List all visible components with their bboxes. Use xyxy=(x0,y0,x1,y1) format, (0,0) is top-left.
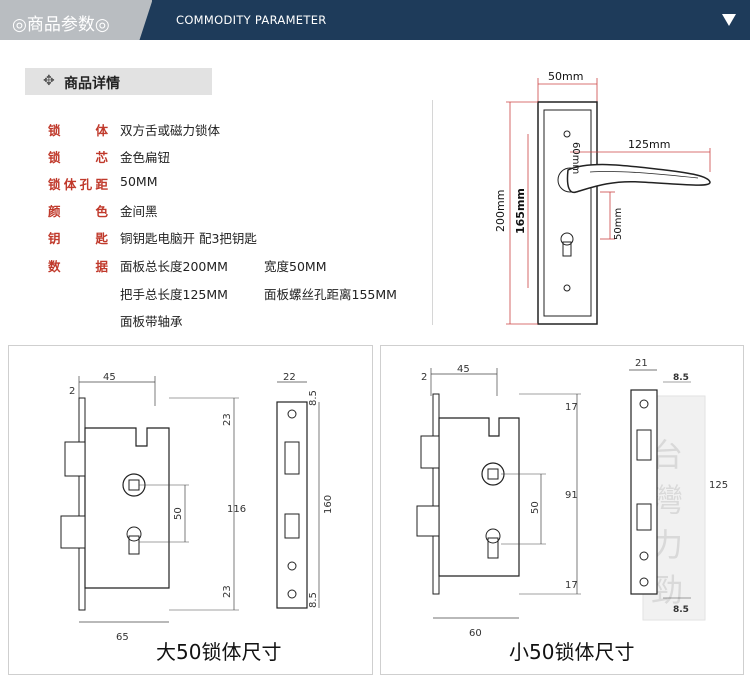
small-lock-panel: 45 2 50 17 91 17 60 台 灣 力 勁 xyxy=(380,345,744,675)
details-section-title: 商品详情 xyxy=(64,76,120,92)
spec-extra-width: 宽度50MM xyxy=(264,259,327,274)
dim-plate-bottom: 8.5 xyxy=(308,592,319,608)
dim-top-offset: 17 xyxy=(565,402,578,413)
dim-edge: 2 xyxy=(69,386,75,397)
dim-edge: 2 xyxy=(421,372,427,383)
dim-backset: 45 xyxy=(103,372,116,383)
dim-body-width: 60 xyxy=(469,628,482,639)
dim-center: 50 xyxy=(530,501,541,514)
spec-label: 颜色 xyxy=(48,204,108,219)
spec-value: 金色扁钮 xyxy=(120,150,171,165)
dim-bottom-offset: 23 xyxy=(222,585,233,598)
spec-value: 面板总长度200MM xyxy=(120,259,228,274)
section-divider xyxy=(432,100,433,325)
spec-label: 锁芯 xyxy=(48,150,108,165)
dim-hole-distance: 165mm xyxy=(514,188,527,234)
large-lock-drawing: 45 2 50 23 23 116 65 22 xyxy=(60,372,334,643)
header-title: ◎商品参数◎ xyxy=(12,15,110,35)
spec-label: 数据 xyxy=(48,259,108,274)
dim-top-offset: 23 xyxy=(222,413,233,426)
dim-width: 50mm xyxy=(548,70,583,83)
dim-handle-length: 125mm xyxy=(628,138,670,151)
dim-height: 116 xyxy=(227,504,246,515)
details-section-tab: ✥ 商品详情 xyxy=(25,68,212,95)
spec-value: 铜钥匙电脑开 配3把钥匙 xyxy=(120,231,257,246)
small-lock-caption: 小50锁体尺寸 xyxy=(509,640,635,664)
dim-height: 91 xyxy=(565,490,578,501)
dim-cylinder-distance: 50mm xyxy=(613,208,624,240)
dim-handle-height: 60mm xyxy=(570,142,581,174)
header-banner xyxy=(152,0,750,40)
page-header: ◎商品参数◎ COMMODITY PARAMETER xyxy=(0,0,750,40)
dim-plate-width: 21 xyxy=(635,358,648,369)
dim-plate-length: 160 xyxy=(323,495,334,514)
dim-backset: 45 xyxy=(457,364,470,375)
dim-center: 50 xyxy=(173,507,184,520)
header-title-box: ◎商品参数◎ xyxy=(0,0,152,40)
gear-icon: ✥ xyxy=(43,73,55,89)
dim-panel-length: 200mm xyxy=(494,190,507,232)
spec-extra-bearing: 面板带轴承 xyxy=(120,314,183,329)
spec-label: 钥匙 xyxy=(48,231,108,246)
large-lock-panel: 45 2 50 23 23 116 65 22 xyxy=(8,345,373,675)
dim-body-width: 65 xyxy=(116,632,129,643)
small-lock-drawing: 45 2 50 17 91 17 60 台 灣 力 勁 xyxy=(416,358,728,639)
dim-plate-bottom: 8.5 xyxy=(673,605,689,615)
dim-plate-top: 8.5 xyxy=(308,390,319,406)
spec-value: 金间黑 xyxy=(120,204,158,219)
spec-extra-handle-length: 把手总长度125MM xyxy=(120,287,228,302)
handle-drawing: 50mm 125mm 60mm 200mm 165mm 50mm xyxy=(494,70,711,325)
spec-label: 锁体孔距 xyxy=(48,177,108,192)
large-lock-caption: 大50锁体尺寸 xyxy=(156,640,282,664)
dim-plate-length: 125 xyxy=(709,480,728,491)
spec-extra-screw-distance: 面板螺丝孔距离155MM xyxy=(264,287,397,302)
dim-bottom-offset: 17 xyxy=(565,580,578,591)
spec-label: 锁体 xyxy=(48,123,108,138)
triangle-down-icon xyxy=(722,14,736,26)
spec-value: 50MM xyxy=(120,174,158,189)
header-subtitle: COMMODITY PARAMETER xyxy=(176,13,327,27)
dim-plate-top: 8.5 xyxy=(673,373,689,383)
spec-value: 双方舌或磁力锁体 xyxy=(120,123,221,138)
dim-plate-width: 22 xyxy=(283,372,296,383)
